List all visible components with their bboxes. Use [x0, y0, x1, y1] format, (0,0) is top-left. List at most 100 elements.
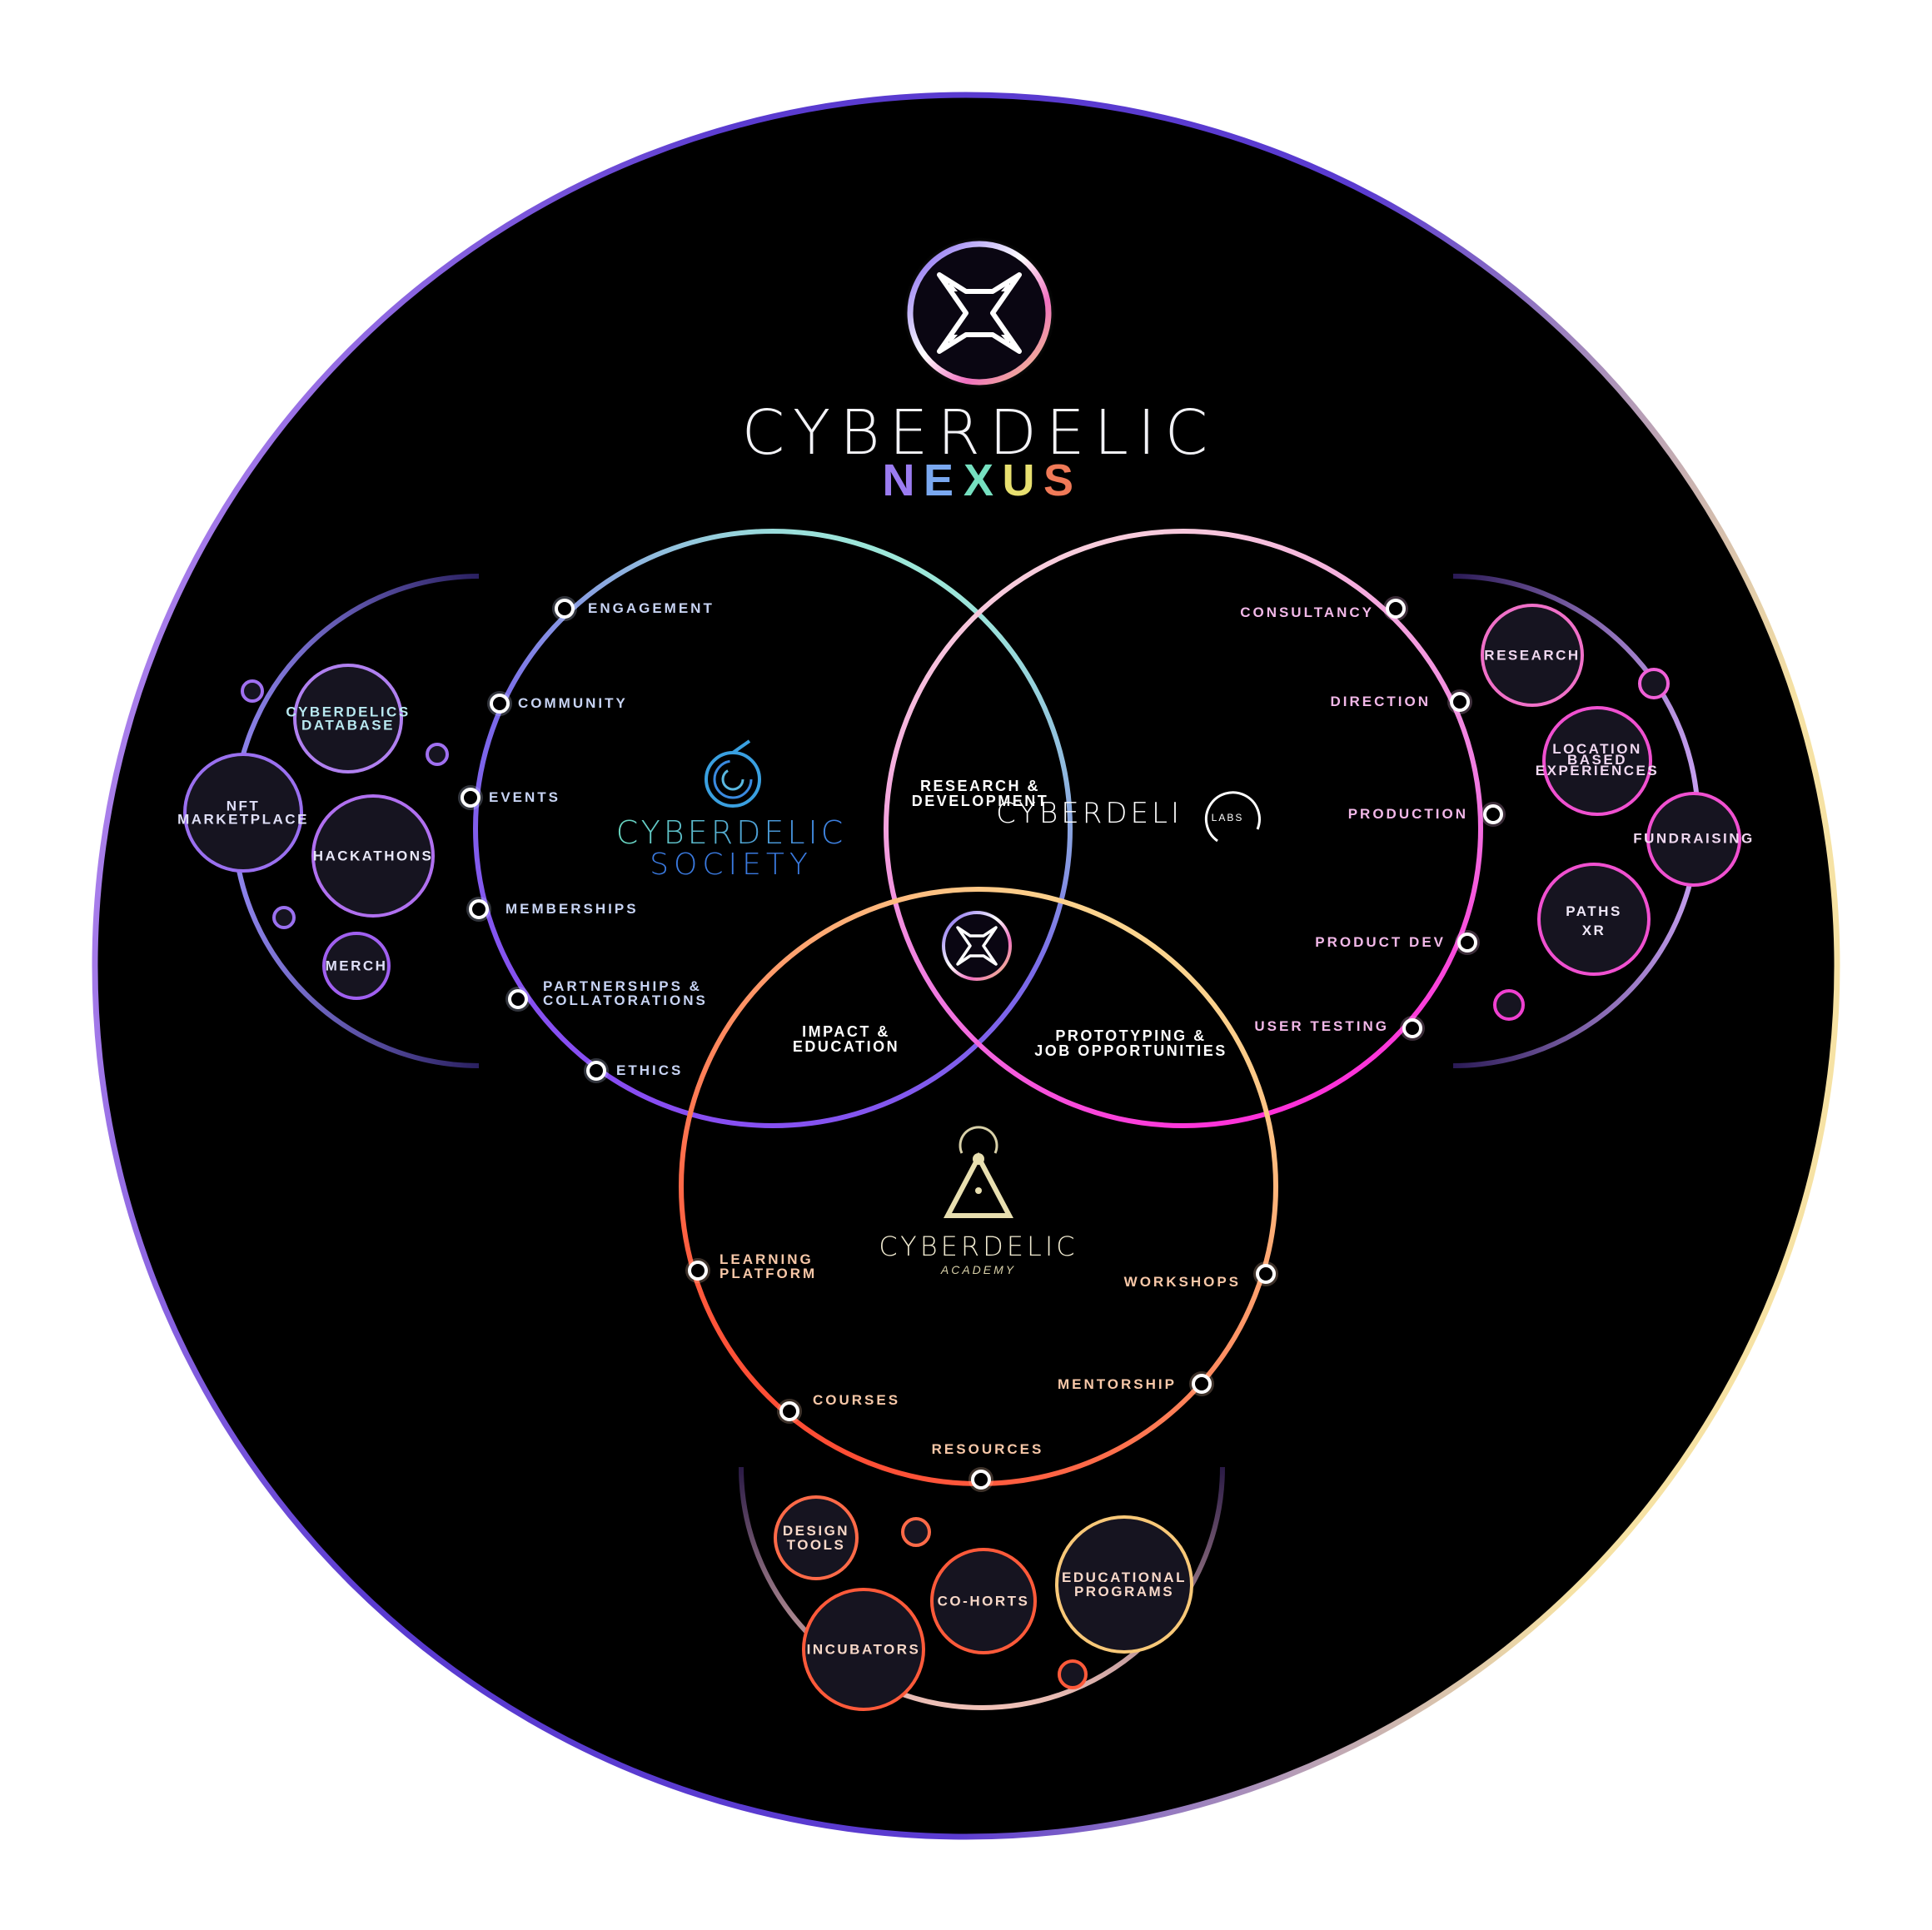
left-merch-bubble-circle	[322, 932, 391, 1000]
society-community-label: COMMUNITY	[518, 695, 628, 711]
society-memberships-label: MEMBERSHIPS	[505, 901, 639, 917]
labs-product-dev-node[interactable]: PRODUCT DEV	[1315, 930, 1480, 955]
left-merch-bubble[interactable]: MERCH	[322, 932, 391, 1000]
right-paths-xr-label-1: PATHS	[1566, 903, 1622, 919]
labs-production-node-dot	[1483, 804, 1503, 824]
labs-product-dev-label: PRODUCT DEV	[1315, 934, 1446, 950]
left-nft-marketplace-bubble-circle	[183, 753, 303, 873]
right-fundraising-label: FUNDRAISING	[1633, 831, 1755, 847]
labs-consultancy-node-dot	[1386, 599, 1406, 619]
academy-workshops-node[interactable]: WORKSHOPS	[1124, 1261, 1278, 1290]
academy-courses-node[interactable]: COURSES	[777, 1392, 900, 1424]
society-brand-line1: CYBERDELIC	[616, 814, 847, 851]
bottom-co-horts-bubble-circle	[930, 1548, 1037, 1654]
labs-production-label: PRODUCTION	[1348, 806, 1468, 822]
nexus-letter-s: S	[1043, 455, 1083, 505]
society-events-node[interactable]: EVENTS	[458, 785, 560, 810]
bottom-educational-programs-label-2: PROGRAMS	[1074, 1584, 1174, 1599]
right-dot-1	[1638, 668, 1670, 699]
academy-resources-node[interactable]: RESOURCES	[932, 1441, 1044, 1492]
left-hackathons-label: HACKATHONS	[313, 848, 434, 864]
labs-brand-line1: CYBERDELI	[996, 797, 1183, 830]
bottom-cloud-ring	[739, 1466, 1225, 1710]
society-memberships-node-dot	[469, 899, 489, 919]
society-circle	[473, 529, 1073, 1128]
bubbles: CYBERDELICSDATABASENFTMARKETPLACEHACKATH…	[177, 604, 1755, 1711]
bottom-incubators-bubble-circle	[802, 1588, 925, 1711]
society-community-node-dot	[490, 694, 510, 714]
society-ethics-node-dot	[586, 1061, 606, 1081]
left-dot-1	[241, 679, 264, 703]
labs-user-testing-node-dot	[1402, 1018, 1422, 1038]
intersection-proto-line2: JOB OPPORTUNITIES	[1034, 1042, 1227, 1059]
academy-courses-label: COURSES	[813, 1392, 900, 1408]
labs-consultancy-label: CONSULTANCY	[1240, 604, 1374, 620]
society-partnerships-collatorations-node[interactable]: PARTNERSHIPS &COLLATORATIONS	[505, 978, 708, 1012]
labs-consultancy-node[interactable]: CONSULTANCY	[1240, 596, 1408, 621]
intersection-rd-line2: DEVELOPMENT	[912, 793, 1049, 809]
left-dot-3	[272, 906, 296, 929]
left-cyberdelics-database-label-1: CYBERDELICS	[286, 704, 410, 719]
center-nexus-icon	[940, 909, 1013, 982]
academy-resources-node-dot	[971, 1470, 991, 1490]
society-ethics-node[interactable]: ETHICS	[584, 1058, 683, 1083]
left-nft-marketplace-label-2: MARKETPLACE	[177, 811, 309, 827]
society-brand-line2: SOCIETY	[650, 848, 813, 882]
academy-mentorship-node[interactable]: MENTORSHIP	[1058, 1371, 1214, 1396]
left-hackathons-bubble-circle	[311, 794, 435, 918]
academy-mentorship-node-dot	[1192, 1374, 1212, 1394]
nexus-letter-u: U	[1003, 455, 1045, 505]
academy-brand-line2: ACADEMY	[940, 1263, 1016, 1276]
left-cyberdelics-database-bubble-circle	[293, 664, 403, 773]
academy-workshops-node-dot	[1256, 1264, 1276, 1284]
labs-direction-label: DIRECTION	[1331, 694, 1432, 709]
nexus-letter-n: N	[883, 455, 925, 505]
nexus-letter-e: E	[924, 455, 964, 505]
bottom-design-tools-label-1: DESIGN	[783, 1523, 849, 1539]
society-engagement-node[interactable]: ENGAGEMENT	[552, 596, 715, 621]
society-ethics-label: ETHICS	[616, 1062, 683, 1078]
right-research-label: RESEARCH	[1484, 648, 1580, 664]
society-community-node[interactable]: COMMUNITY	[487, 691, 628, 716]
right-research-bubble-circle	[1481, 604, 1584, 707]
compass-icon	[944, 1126, 1013, 1218]
nexus-logo-icon	[904, 237, 1055, 389]
bottom-incubators-bubble[interactable]: INCUBATORS	[802, 1588, 925, 1711]
left-cyberdelics-database-label-2: DATABASE	[301, 717, 395, 733]
left-hackathons-bubble[interactable]: HACKATHONS	[311, 794, 435, 918]
labs-user-testing-label: USER TESTING	[1254, 1018, 1389, 1034]
labs-product-dev-node-dot	[1457, 933, 1477, 953]
society-memberships-node[interactable]: MEMBERSHIPS	[466, 897, 639, 922]
right-paths-xr-bubble-circle	[1537, 863, 1651, 976]
labs-direction-node[interactable]: DIRECTION	[1331, 689, 1473, 714]
right-dot-2	[1493, 989, 1525, 1021]
left-nft-marketplace-label-1: NFT	[227, 798, 261, 813]
labs-production-node[interactable]: PRODUCTION	[1348, 802, 1506, 827]
bottom-co-horts-bubble[interactable]: CO-HORTS	[930, 1548, 1037, 1654]
academy-learning-platform-label-2: PLATFORM	[720, 1266, 817, 1281]
labs-user-testing-node[interactable]: USER TESTING	[1254, 1016, 1425, 1041]
right-research-bubble[interactable]: RESEARCH	[1481, 604, 1584, 707]
right-location-based-experiences-label-1: LOCATION	[1552, 741, 1642, 757]
bottom-design-tools-bubble-circle	[774, 1495, 859, 1580]
labs-brand-line2: LABS	[1212, 812, 1244, 823]
society-engagement-node-dot	[555, 599, 575, 619]
intersection-impact-line1: IMPACT &	[802, 1023, 890, 1040]
academy-courses-node-dot	[779, 1401, 799, 1421]
right-location-based-experiences-label-2: BASED	[1567, 752, 1627, 768]
society-engagement-label: ENGAGEMENT	[588, 600, 715, 616]
society-partnerships-collatorations-label-2: COLLATORATIONS	[543, 992, 708, 1008]
bottom-dot-2	[1058, 1659, 1088, 1689]
title-cyberdelic: CYBERDELIC	[742, 397, 1217, 469]
academy-mentorship-label: MENTORSHIP	[1058, 1376, 1177, 1392]
right-fundraising-bubble[interactable]: FUNDRAISING	[1633, 792, 1755, 887]
bottom-co-horts-label: CO-HORTS	[938, 1594, 1030, 1609]
